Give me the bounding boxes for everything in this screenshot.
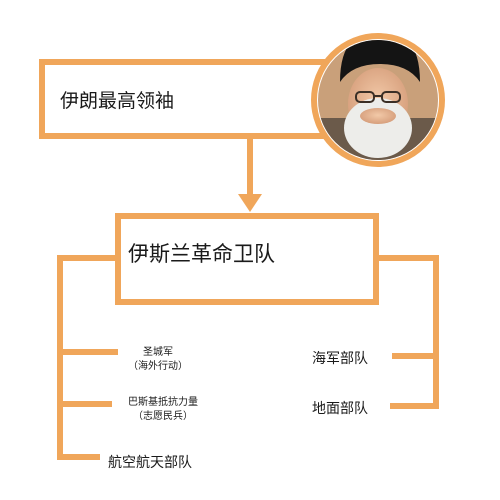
leader-portrait-icon — [311, 33, 445, 167]
basij-node: 巴斯基抵抗力量 （志愿民兵） — [118, 396, 208, 424]
ground-node-label: 地面部队 — [312, 401, 368, 417]
navy-node-label: 海军部队 — [312, 351, 368, 367]
top-node-label: 伊朗最高领袖 — [60, 90, 175, 112]
aerospace-node-label: 航空航天部队 — [108, 455, 192, 471]
right-branch-line — [376, 255, 439, 409]
quds-force-label: 圣城军 — [143, 347, 173, 358]
connector-arrow-head — [238, 194, 262, 212]
quds-force-note: （海外行动） — [128, 361, 188, 372]
basij-label: 巴斯基抵抗力量 — [128, 397, 198, 408]
basij-note: （志愿民兵） — [133, 411, 193, 422]
middle-node-label: 伊斯兰革命卫队 — [128, 242, 275, 266]
quds-force-node: 圣城军 （海外行动） — [128, 346, 188, 374]
left-branch-line — [57, 255, 118, 460]
